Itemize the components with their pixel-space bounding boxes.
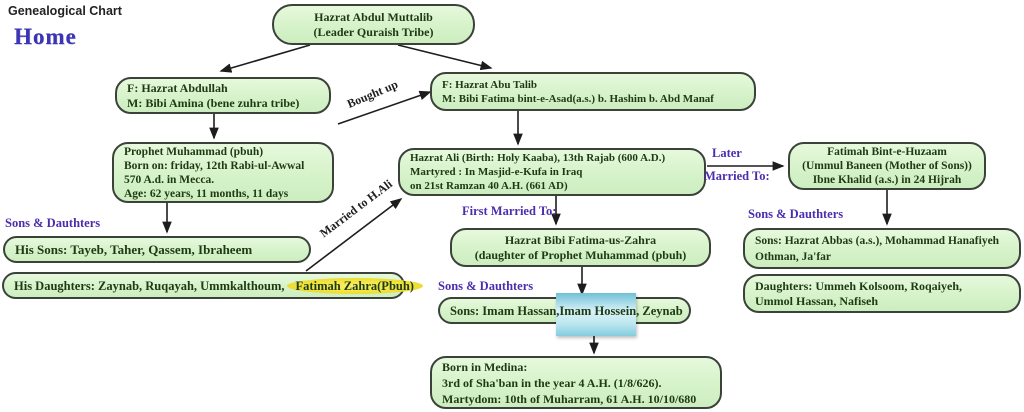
home-link[interactable]: Home xyxy=(14,24,77,49)
node-prophet-muhammad: Prophet Muhammad (pbuh) Born on: friday,… xyxy=(112,142,334,203)
his-daughters-text: His Daughters: Zaynab, Ruqayah, Ummkalth… xyxy=(14,278,285,293)
node-huzaam-sons: Sons: Hazrat Abbas (a.s.), Mohammad Hana… xyxy=(743,228,1021,269)
node-imam-hossein-details: Born in Medina: 3rd of Sha'ban in the ye… xyxy=(430,356,722,409)
imam-hossein-highlight-note xyxy=(556,293,636,336)
node-ali-fatima-children: Sons: Imam Hassan, Imam Hossein , Zeynab xyxy=(438,293,691,336)
sons-daughters-label-left: Sons & Dauthters xyxy=(5,216,101,230)
sons-daughters-label-right: Sons & Dauthters xyxy=(748,207,844,221)
node-huzaam-daughters: Daughters: Ummeh Kolsoom, Roqaiyeh, Ummo… xyxy=(743,274,1021,313)
fatimah-zahra-highlight: Fatimah Zahra(Pbuh) xyxy=(286,277,423,294)
node-his-daughters: His Daughters: Zaynab, Ruqayah, Ummkalth… xyxy=(2,272,423,299)
imam-hossein-text: Imam Hossein xyxy=(559,303,637,318)
node-abu-talib-fatima: F: Hazrat Abu Talib M: Bibi Fatima bint-… xyxy=(430,72,756,111)
node-fatimah-bint-e-huzaam: Fatimah Bint-e-Huzaam (Ummul Baneen (Mot… xyxy=(788,142,986,190)
later-married-label-line2: Married To: xyxy=(704,169,770,183)
page-title: Genealogical Chart xyxy=(8,4,122,18)
ali-fatima-children-prefix: Sons: Imam Hassan, xyxy=(450,303,560,318)
later-married-label-line1: Later xyxy=(712,146,742,160)
node-his-sons: His Sons: Tayeb, Taher, Qassem, Ibraheem xyxy=(3,236,311,263)
node-hazrat-ali: Hazrat Ali (Birth: Holy Kaaba), 13th Raj… xyxy=(398,148,706,196)
node-fatima-us-zahra: Hazrat Bibi Fatima-us-Zahra (daughter of… xyxy=(450,228,711,267)
node-abdullah-amina: F: Hazrat Abdullah M: Bibi Amina (bene z… xyxy=(115,77,331,114)
node-abdul-muttalib: Hazrat Abdul Muttalib (Leader Quraish Tr… xyxy=(272,4,475,45)
sons-daughters-label-center: Sons & Dauthters xyxy=(438,279,534,293)
first-married-to-label: First Married To: xyxy=(462,204,557,218)
ali-fatima-children-suffix: , Zeynab xyxy=(636,303,683,318)
